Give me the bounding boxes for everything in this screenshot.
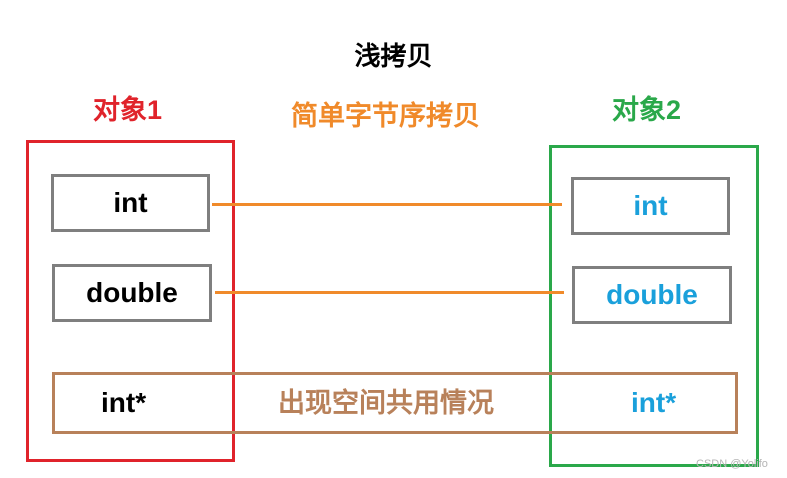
object1-int-field: int	[51, 174, 210, 232]
object2-int-field: int	[571, 177, 730, 235]
shared-pointer-band	[52, 372, 738, 434]
object2-pointer-label: int*	[631, 387, 677, 418]
object2-frame	[549, 145, 759, 467]
shared-space-note: 出现空间共用情况	[278, 388, 494, 418]
object1-double-field: double	[52, 264, 212, 322]
object1-label: 对象1	[93, 95, 163, 125]
object1-double-label: double	[86, 277, 178, 308]
diagram-title: 浅拷贝	[354, 41, 433, 71]
watermark: CSDN @Yolifo	[696, 458, 768, 470]
double-copy-line	[215, 291, 564, 294]
object2-double-field: double	[572, 266, 732, 324]
object2-int-label: int	[633, 190, 668, 221]
object2-label: 对象2	[612, 95, 682, 125]
int-copy-line	[212, 203, 562, 206]
copy-method-label: 简单字节序拷贝	[291, 101, 480, 131]
object1-pointer-label: int*	[101, 387, 147, 418]
object2-double-label: double	[606, 279, 698, 310]
object1-int-label: int	[113, 187, 148, 218]
object1-frame	[26, 140, 235, 462]
